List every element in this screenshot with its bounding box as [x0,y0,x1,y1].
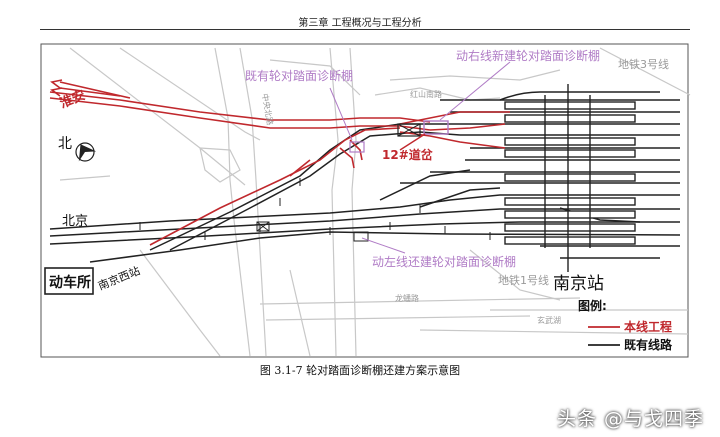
turnout-ticks [139,178,491,240]
label-road-zhongyang: 中央北路 [260,93,275,126]
label-switch12: 12#道岔 [382,147,434,162]
label-left-relocate-shed: 动左线还建轮对踏面诊断棚 [372,254,516,269]
header-rule [40,29,690,30]
legend-new-line-label: 本线工程 [624,319,672,334]
label-beijing: 北京 [62,214,88,229]
figure-caption: 图 3.1-7 轮对踏面诊断棚还建方案示意图 [259,364,461,377]
label-road-xuanwu: 玄武湖 [537,315,561,325]
label-nanjing-west: 南京西站 [96,263,142,292]
label-metro1: 地铁1号线 [498,273,549,287]
north-arrow-icon [75,142,97,162]
label-metro3: 地铁3号线 [618,57,669,71]
watermark: 头条 @与戈四季 [556,408,704,430]
label-huaian: 淮安 [57,87,88,112]
label-road-hongshan: 红山南路 [410,89,442,99]
legend-title: 图例: [578,298,607,313]
label-north: 北 [58,136,72,152]
huaian-arrows [50,79,63,97]
new-lines [49,81,510,246]
station-axis [544,84,591,272]
legend-existing-line-label: 既有线路 [624,337,673,352]
label-road-longpan: 龙蟠路 [395,293,419,303]
depot-box [44,267,94,295]
diagram-frame [40,43,689,358]
platforms [504,101,636,245]
label-station: 南京站 [553,274,604,294]
label-right-new-shed: 动右线新建轮对踏面诊断棚 [456,48,600,63]
switch12-leader [399,133,426,151]
label-existing-shed: 既有轮对踏面诊断棚 [245,68,353,83]
background-roads [59,47,691,357]
label-depot: 动车所 [49,274,91,291]
shed-markers [256,120,449,242]
callout-leaders [329,61,511,254]
existing-lines [49,91,681,263]
page-header: 第三章 工程概况与工程分析 [298,18,422,29]
